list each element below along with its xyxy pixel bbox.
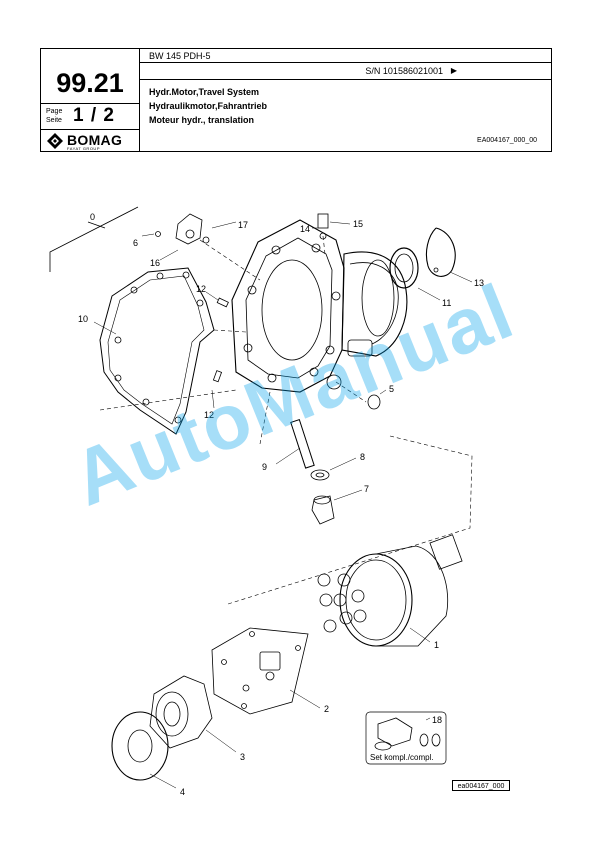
group-number: 99.21 [41, 63, 139, 104]
callout-18[interactable]: 18 [432, 715, 442, 725]
callout-17[interactable]: 17 [238, 220, 248, 230]
callout-6[interactable]: 6 [133, 238, 138, 248]
callout-10[interactable]: 10 [78, 314, 88, 324]
footer-reference: ea004167_000 [452, 780, 510, 791]
callout-8[interactable]: 8 [360, 452, 365, 462]
callout-2[interactable]: 2 [324, 704, 329, 714]
callout-16[interactable]: 16 [150, 258, 160, 268]
title-en: Hydr.Motor,Travel System [149, 87, 260, 97]
bomag-diamond-icon [47, 133, 63, 149]
drawing-code: EA004167_000_00 [477, 137, 537, 144]
callout-7[interactable]: 7 [364, 484, 369, 494]
title-de: Hydraulikmotor,Fahrantrieb [149, 101, 268, 111]
callout-12b[interactable]: 12 [204, 410, 214, 420]
next-arrow-icon[interactable]: ▶ [450, 66, 457, 75]
callout-11[interactable]: 11 [442, 298, 451, 308]
page-indicator: Page Seite 1 / 2 [41, 104, 139, 130]
brand-sub: FAYAT GROUP [67, 146, 100, 151]
title-fr: Moteur hydr., translation [149, 115, 255, 125]
part-titles: Hydr.Motor,Travel System Hydraulikmotor,… [149, 85, 267, 127]
exploded-view-drawing: 0 1 2 3 4 5 6 7 8 9 10 11 12 12 13 14 15… [49, 206, 484, 797]
serial-row: S/N 101586021001 ▶ [139, 63, 551, 80]
callout-0[interactable]: 0 [90, 212, 95, 222]
callout-1[interactable]: 1 [434, 640, 439, 650]
kit-label: Set kompl./compl. [370, 753, 434, 762]
callout-5[interactable]: 5 [389, 384, 394, 394]
callout-3[interactable]: 3 [240, 752, 245, 762]
model-name: BW 145 PDH-5 [149, 51, 211, 61]
callout-13[interactable]: 13 [474, 278, 484, 288]
model-row: BW 145 PDH-5 [139, 49, 551, 63]
callout-9[interactable]: 9 [262, 462, 267, 472]
parts-header: 99.21 Page Seite 1 / 2 BOMAG FAYAT GROUP… [40, 48, 552, 152]
callout-4[interactable]: 4 [180, 787, 185, 797]
header-left-block: 99.21 Page Seite 1 / 2 BOMAG FAYAT GROUP [41, 49, 140, 151]
serial-number: S/N 101586021001 [365, 66, 443, 76]
bomag-logo: BOMAG FAYAT GROUP [47, 132, 133, 151]
callout-15[interactable]: 15 [353, 219, 363, 229]
page-label: Page Seite [46, 108, 63, 124]
page-value: 1 / 2 [73, 105, 115, 126]
callout-12a[interactable]: 12 [196, 284, 206, 294]
callout-14[interactable]: 14 [300, 224, 310, 234]
brand-name: BOMAG [67, 132, 123, 148]
